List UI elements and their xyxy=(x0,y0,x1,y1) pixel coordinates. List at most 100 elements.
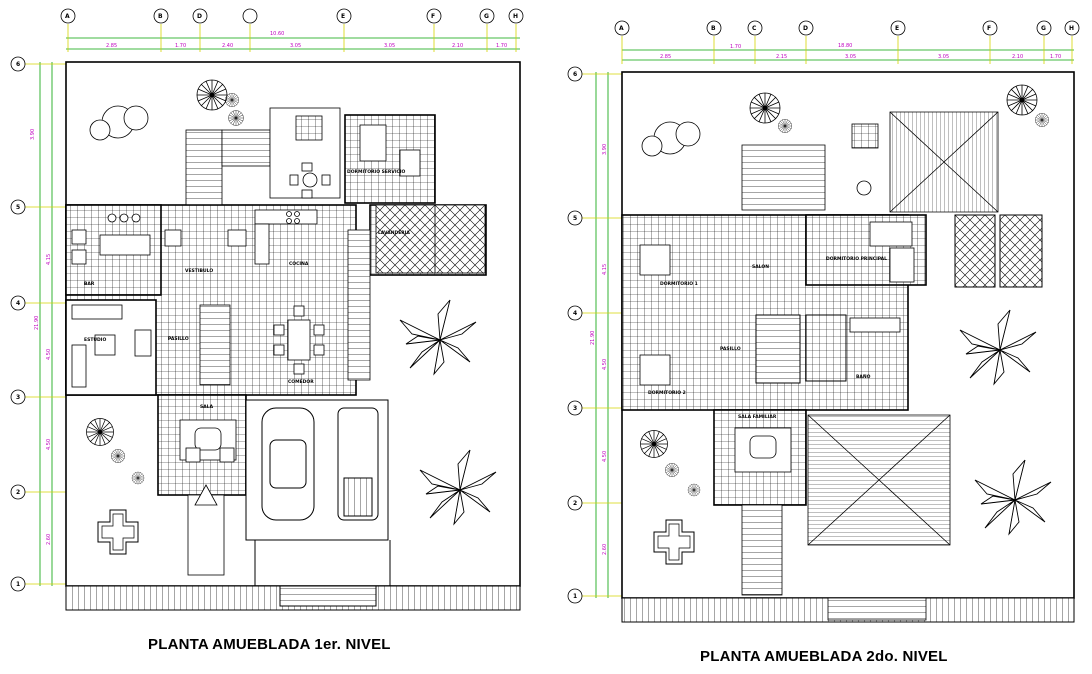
top-axis-labels: A B D E F G H xyxy=(65,13,518,20)
axis-5: 5 xyxy=(573,215,577,222)
roof-hatch xyxy=(741,111,999,546)
dim-top-5: 3.05 xyxy=(384,43,395,49)
room-label: BAR xyxy=(84,281,95,287)
palm-icon xyxy=(399,299,477,375)
dim-top-6: 2.10 xyxy=(1012,54,1023,60)
dim-left-3: 4.50 xyxy=(602,359,608,370)
axis-b: B xyxy=(711,25,716,32)
entry-walk-1 xyxy=(187,484,225,576)
tree-icon xyxy=(665,463,679,477)
axis-2: 2 xyxy=(16,489,20,496)
axis-a: A xyxy=(65,13,70,20)
plan-1: 10.60 2.85 1.70 2.40 3.05 3.05 2.10 1.70… xyxy=(10,8,524,611)
top-dimension-chain: 10.60 2.85 1.70 2.40 3.05 3.05 2.10 1.70 xyxy=(66,31,520,50)
axis-2: 2 xyxy=(573,500,577,507)
axis-6: 6 xyxy=(16,61,20,68)
room-label: DORMITORIO PRINCIPAL xyxy=(826,256,887,262)
dim-left-4: 4.50 xyxy=(602,451,608,462)
left-axis-markers-2 xyxy=(567,66,622,604)
dim-top-1: 2.85 xyxy=(660,54,671,60)
tree-icon xyxy=(225,93,239,107)
top-dimension-chain-2: 18.80 2.85 1.70 2.15 3.05 3.05 2.10 1.70 xyxy=(622,43,1074,61)
plan-title-level-2: PLANTA AMUEBLADA 2do. NIVEL xyxy=(700,648,948,665)
left-axis-labels: 6 5 4 3 2 1 xyxy=(16,61,20,588)
dim-left-5: 2.60 xyxy=(602,544,608,555)
balconies xyxy=(954,214,1043,288)
left-axis-markers xyxy=(10,56,66,592)
stairs-1 xyxy=(185,129,371,386)
dim-left-1: 3.90 xyxy=(602,144,608,155)
dim-top-5: 3.05 xyxy=(938,54,949,60)
room-label: VESTIBULO xyxy=(185,268,213,274)
top-axis-markers xyxy=(60,8,524,52)
tree-icon xyxy=(196,79,228,111)
room-label: DORMITORIO 1 xyxy=(660,281,698,287)
room-label: SALON xyxy=(752,264,769,270)
study-furniture xyxy=(71,304,152,388)
axis-e: E xyxy=(341,13,345,20)
top-axis-markers-2 xyxy=(614,20,1080,64)
patio-1 xyxy=(269,107,341,199)
bar-furniture xyxy=(71,213,247,265)
dim-top-7: 1.70 xyxy=(496,43,507,49)
patio-2 xyxy=(851,123,879,196)
axis-h: H xyxy=(513,13,518,20)
room-label: SALA xyxy=(200,404,214,410)
axis-d: D xyxy=(197,13,202,20)
axis-h: H xyxy=(1069,25,1074,32)
dining-table xyxy=(273,305,325,375)
axis-1: 1 xyxy=(573,593,577,600)
tree-icon xyxy=(1035,113,1049,127)
room-label: DORMITORIO 2 xyxy=(648,390,686,396)
dim-left-3: 4.50 xyxy=(46,349,52,360)
dim-top-4: 3.05 xyxy=(845,54,856,60)
tree-icon xyxy=(86,418,114,446)
room-label: BAÑO xyxy=(856,373,871,380)
dim-total-2: 18.80 xyxy=(838,43,852,49)
left-dimension-chain: 3.90 4.15 4.50 4.50 2.60 21.90 xyxy=(30,62,53,586)
tree-icon xyxy=(687,483,701,497)
dim-top-6: 2.10 xyxy=(452,43,463,49)
axis-6: 6 xyxy=(573,71,577,78)
room-label: COCINA xyxy=(289,261,309,267)
planter-icon xyxy=(97,509,139,555)
axis-4: 4 xyxy=(573,310,577,317)
tree-icon xyxy=(640,430,668,458)
left-axis-labels-2: 6 5 4 3 2 1 xyxy=(573,71,577,600)
dim-left-total: 21.90 xyxy=(34,316,40,330)
room-label: LAVANDERIA xyxy=(378,230,410,236)
axis-f: F xyxy=(987,25,991,32)
tree-icon xyxy=(111,449,125,463)
living-furniture xyxy=(179,419,237,463)
dim-top-2: 1.70 xyxy=(730,44,741,50)
family-room-furniture xyxy=(734,427,792,473)
palm-icon xyxy=(974,459,1052,535)
tree-icon xyxy=(131,471,145,485)
service-bedroom xyxy=(359,124,486,274)
stairwell-2 xyxy=(755,314,847,384)
dim-left-5: 2.60 xyxy=(46,534,52,545)
axis-a: A xyxy=(619,25,624,32)
room-label: COMEDOR xyxy=(288,379,314,385)
palm-icon xyxy=(419,449,497,525)
garage xyxy=(245,399,391,607)
planter-icon xyxy=(653,519,695,565)
axis-1: 1 xyxy=(16,581,20,588)
room-labels-1: DORMITORIO SERVICIO LAVANDERIA VESTIBULO… xyxy=(84,169,410,410)
axis-e: E xyxy=(895,25,899,32)
front-steps-2 xyxy=(827,597,927,621)
dim-left-1: 3.90 xyxy=(30,129,36,140)
dim-left-4: 4.50 xyxy=(46,439,52,450)
room-labels-2: DORMITORIO 1 DORMITORIO 2 SALON DORMITOR… xyxy=(648,256,887,420)
axis-c: C xyxy=(752,25,757,32)
room-label: PASILLO xyxy=(168,336,189,342)
dim-left-total: 21.90 xyxy=(590,331,596,345)
palm-icon xyxy=(959,309,1037,385)
dim-top-7: 1.70 xyxy=(1050,54,1061,60)
dim-top-4: 3.05 xyxy=(290,43,301,49)
room-label: SALA FAMILIAR xyxy=(738,414,777,420)
room-label: DORMITORIO SERVICIO xyxy=(347,169,406,175)
dim-left-2: 4.15 xyxy=(46,254,52,265)
dim-total: 10.60 xyxy=(270,31,284,37)
room-label: PASILLO xyxy=(720,346,741,352)
